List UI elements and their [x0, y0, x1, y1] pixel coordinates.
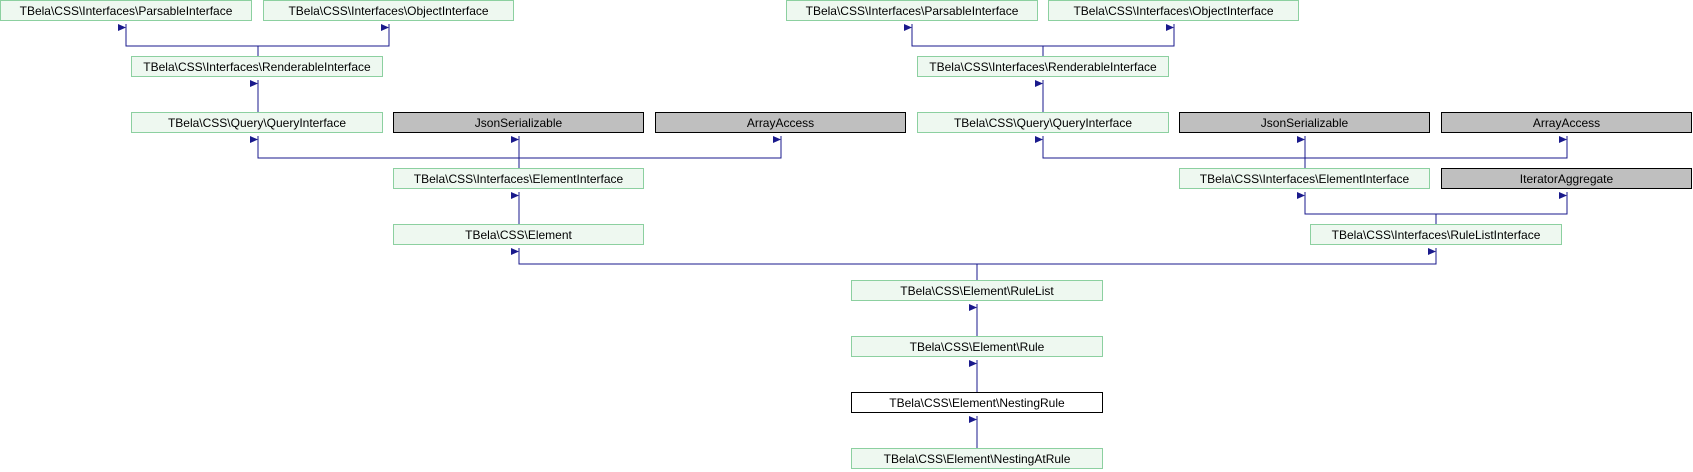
node-element-interface-right[interactable]: TBela\CSS\Interfaces\ElementInterface	[1179, 168, 1430, 189]
node-renderable-interface-right[interactable]: TBela\CSS\Interfaces\RenderableInterface	[917, 56, 1169, 77]
edge-renderable-to-object-left	[258, 24, 390, 47]
edge-elementiface-to-arrayaccess-left	[519, 136, 782, 159]
edge-rulelistiface-to-elementiface	[1297, 192, 1437, 224]
node-rule[interactable]: TBela\CSS\Element\Rule	[851, 336, 1103, 357]
edge-renderable-to-object-right	[1043, 24, 1175, 47]
node-object-interface-left[interactable]: TBela\CSS\Interfaces\ObjectInterface	[263, 0, 514, 21]
edge-rulelist-to-element	[511, 248, 978, 280]
edge-rulelist-to-rulelistiface	[977, 248, 1437, 265]
edge-renderable-to-parsable-right	[904, 24, 1044, 56]
node-parsable-interface-left[interactable]: TBela\CSS\Interfaces\ParsableInterface	[0, 0, 252, 21]
node-element-interface-left[interactable]: TBela\CSS\Interfaces\ElementInterface	[393, 168, 644, 189]
node-parsable-interface-right[interactable]: TBela\CSS\Interfaces\ParsableInterface	[786, 0, 1038, 21]
node-rule-list-interface[interactable]: TBela\CSS\Interfaces\RuleListInterface	[1310, 224, 1562, 245]
edge-renderable-to-parsable-left	[118, 24, 259, 56]
node-iterator-aggregate: IteratorAggregate	[1441, 168, 1692, 189]
node-object-interface-right[interactable]: TBela\CSS\Interfaces\ObjectInterface	[1048, 0, 1299, 21]
node-renderable-interface-left[interactable]: TBela\CSS\Interfaces\RenderableInterface	[131, 56, 383, 77]
node-json-serializable-right: JsonSerializable	[1179, 112, 1430, 133]
node-query-interface-left[interactable]: TBela\CSS\Query\QueryInterface	[131, 112, 383, 133]
node-nesting-at-rule[interactable]: TBela\CSS\Element\NestingAtRule	[851, 448, 1103, 469]
node-array-access-right: ArrayAccess	[1441, 112, 1692, 133]
edge-elementiface-to-arrayaccess-right	[1305, 136, 1568, 159]
edge-elementiface-to-query-left	[250, 136, 520, 168]
node-array-access-left: ArrayAccess	[655, 112, 906, 133]
node-json-serializable-left: JsonSerializable	[393, 112, 644, 133]
edge-elementiface-to-query-right	[1035, 136, 1306, 168]
node-element[interactable]: TBela\CSS\Element	[393, 224, 644, 245]
edge-rulelistiface-to-iterator	[1436, 192, 1568, 215]
node-query-interface-right[interactable]: TBela\CSS\Query\QueryInterface	[917, 112, 1169, 133]
node-rule-list[interactable]: TBela\CSS\Element\RuleList	[851, 280, 1103, 301]
node-nesting-rule-current: TBela\CSS\Element\NestingRule	[851, 392, 1103, 413]
